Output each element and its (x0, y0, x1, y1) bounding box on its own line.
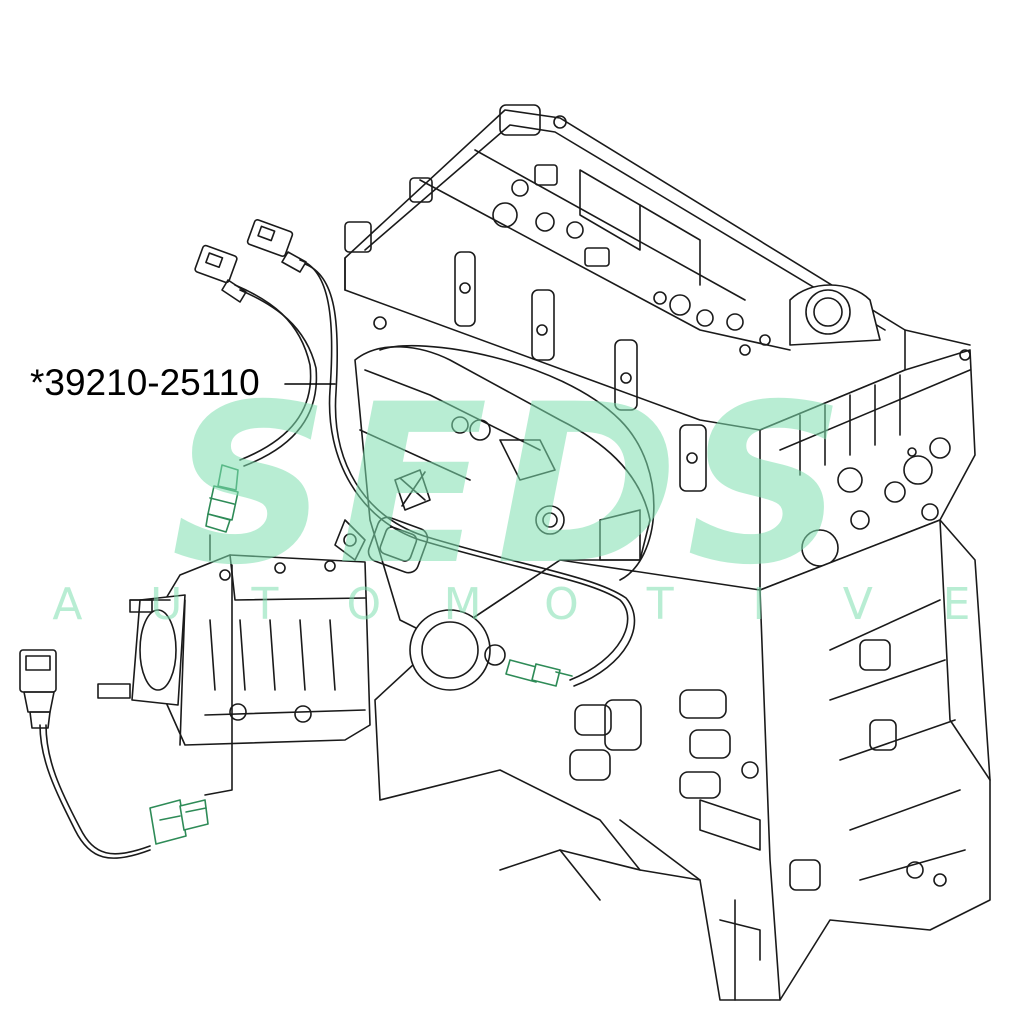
catalytic-converter (97, 554, 371, 746)
downstream-oxygen-sensor (505, 659, 573, 687)
exhaust-manifold (334, 346, 651, 691)
engine-block (374, 519, 991, 1001)
oxygen-sensors (149, 464, 573, 845)
upstream-oxygen-sensor (205, 464, 239, 533)
part-number-label: *39210-25110 (30, 362, 260, 403)
cylinder-head-face (759, 329, 976, 591)
sensor-wiring (39, 259, 655, 859)
lower-oxygen-sensor (149, 799, 209, 845)
wire-connectors (19, 218, 307, 729)
valve-cover (344, 104, 906, 492)
